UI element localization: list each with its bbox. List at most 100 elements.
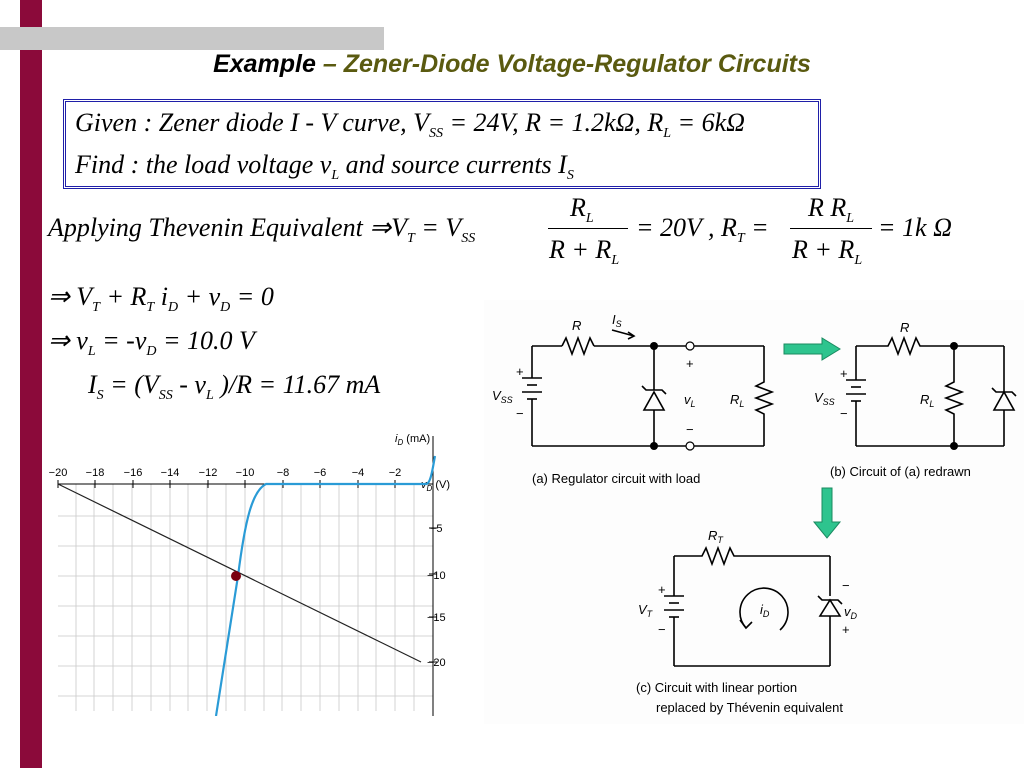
x-tick-label: −8 — [277, 467, 290, 479]
step3-d: )/R = 11.67 mA — [213, 370, 381, 399]
given-box — [63, 99, 821, 189]
step1-sub-a: T — [92, 300, 100, 315]
frac2-num-text: R R — [808, 193, 847, 222]
step1-e: + v — [178, 282, 221, 311]
thevenin-t-sub: T — [406, 231, 415, 246]
given-text: Given : Zener diode I - V curve, V — [75, 108, 430, 137]
x-tick-label: −20 — [49, 467, 68, 479]
caption-c-line2: replaced by Thévenin equivalent — [656, 700, 843, 715]
plus-sign: + — [686, 356, 694, 371]
node-dot — [650, 442, 658, 450]
frac1-den-sub: L — [611, 253, 620, 268]
terminal-dot — [685, 341, 695, 351]
label-vss-b: VSS — [814, 390, 835, 407]
x-tick-label: −18 — [86, 467, 105, 479]
caption-a: (a) Regulator circuit with load — [532, 471, 700, 486]
x-tick-label: −14 — [161, 467, 180, 479]
frac1-bar — [548, 228, 628, 229]
zener-iv-curve — [214, 455, 437, 716]
step1-c: i — [154, 282, 168, 311]
thevenin-res1: = 20V , RT = — [636, 213, 769, 247]
resistor-rl-a — [753, 346, 775, 446]
label-rl-a: RL — [730, 392, 744, 409]
find-sub: L — [331, 168, 340, 183]
plus-sign: + — [840, 366, 848, 381]
label-is: IS — [612, 312, 622, 329]
step2-b: = -v — [95, 326, 147, 355]
x-tick-label: −2 — [389, 467, 402, 479]
y-tick-label: −5 — [430, 523, 443, 535]
label-vd: vD — [844, 604, 858, 621]
thevenin-lead-text: Applying Thevenin Equivalent ⇒V — [48, 213, 407, 242]
label-vl: vL — [684, 392, 696, 409]
frac2-den: R + RL — [792, 235, 862, 269]
label-r-a: R — [572, 318, 581, 333]
y-tick-label: −10 — [427, 570, 446, 582]
frac2-bar — [790, 228, 872, 229]
x-tick-label: −16 — [124, 467, 143, 479]
loop-current-arrow — [739, 587, 789, 631]
find-sub-2: S — [566, 168, 574, 183]
resistor-r — [561, 335, 595, 357]
step3-sub-b: SS — [158, 388, 173, 403]
zener-iv-graph: −20 −18 −16 −14 −12 −10 −8 −6 −4 −2 −5 −… — [49, 433, 450, 716]
circuit-a — [522, 329, 775, 447]
find-line: Find : the load voltage vL and source cu… — [75, 150, 574, 184]
frac2-den-text: R + R — [792, 235, 855, 264]
thevenin-res1-text: = 20V , R — [636, 213, 737, 242]
x-tick-label: −4 — [352, 467, 365, 479]
arrow-right-icon — [783, 337, 841, 361]
header-grey-bar — [0, 27, 384, 50]
step2-sub-a: L — [87, 344, 96, 359]
node-dot — [950, 442, 958, 450]
given-text-end: = 6kΩ — [671, 108, 745, 137]
zener-diode-a — [641, 385, 667, 395]
step2-c: = 10.0 V — [156, 326, 255, 355]
given-sub: SS — [429, 126, 444, 141]
step1-sub-d: D — [220, 300, 231, 315]
node-dot — [650, 342, 658, 350]
caption-c-line1: (c) Circuit with linear portion — [636, 680, 797, 695]
frac1-num: RL — [570, 193, 594, 227]
label-vss-a: VSS — [492, 388, 513, 405]
minus-sign: − — [840, 406, 848, 421]
thevenin-rt-sub: T — [736, 231, 745, 246]
label-vt: VT — [638, 602, 654, 619]
step-kvl: ⇒ VT + RT iD + vD = 0 — [48, 282, 274, 316]
minus-sign: − — [516, 406, 524, 421]
frac1-den-text: R + R — [549, 235, 612, 264]
x-tick-label: −12 — [199, 467, 218, 479]
caption-b: (b) Circuit of (a) redrawn — [830, 464, 971, 479]
plus-sign: + — [842, 622, 850, 637]
label-id: iD — [760, 602, 770, 619]
frac2-den-sub: L — [854, 253, 863, 268]
x-axis-label: vD (V) — [421, 479, 450, 493]
x-tick-label: −10 — [236, 467, 255, 479]
left-accent-bar — [20, 0, 42, 768]
graph-grid — [58, 484, 433, 711]
minus-sign: − — [842, 578, 850, 593]
terminal-dot — [685, 441, 695, 451]
circuit-b — [846, 335, 1017, 447]
circuit-diagrams: R IS VSS + − + − vL RL (a) Regulator cir… — [484, 300, 1024, 724]
plus-sign: + — [516, 364, 524, 379]
given-text-rest: = 24V, R = 1.2kΩ, R — [443, 108, 664, 137]
zener-diode-b — [991, 387, 1017, 397]
thevenin-res2: = 1k Ω — [878, 213, 952, 242]
step-vl: ⇒ vL = -vD = 10.0 V — [48, 326, 255, 360]
operating-point — [231, 571, 241, 581]
step1-a: ⇒ V — [48, 282, 93, 311]
step2-a: ⇒ v — [48, 326, 88, 355]
x-tick-label: −6 — [314, 467, 327, 479]
thevenin-ss-sub: SS — [461, 231, 476, 246]
title-example: Example — [213, 50, 316, 78]
step1-g: = 0 — [230, 282, 274, 311]
resistor-rl-b — [943, 346, 965, 446]
y-axis-label: iD (mA) — [395, 433, 430, 447]
title-topic: – Zener-Diode Voltage-Regulator Circuits — [315, 50, 811, 78]
step3-sub-a: S — [96, 388, 104, 403]
resistor-r-b — [856, 335, 1004, 357]
frac2-num: R RL — [808, 193, 854, 227]
plus-sign: + — [658, 582, 666, 597]
step1-sub-c: D — [167, 300, 179, 315]
